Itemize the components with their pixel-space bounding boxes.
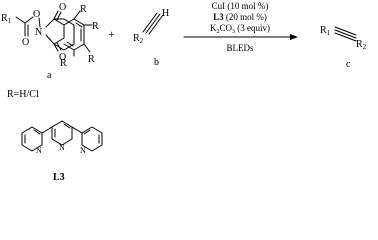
alkyne-bond-1 (145, 13, 161, 34)
bond-ring-r-top (73, 10, 81, 20)
bond-upper-carbonyl-1 (53, 10, 59, 20)
reactant-b-structure: H R2 (133, 8, 169, 45)
reactant-b-r2-label: R2 (133, 33, 144, 45)
ligand-l3-label: L3 (53, 172, 65, 183)
bond-n-c-upper (45, 18, 55, 28)
benzene-double-1 (75, 22, 83, 28)
ester-oxygen: O (33, 9, 40, 20)
bond-n-c-lower (45, 34, 55, 45)
alkyne-bond-3 (142, 12, 158, 33)
product-c-structure: R1 R2 (320, 25, 367, 51)
product-alkyne-2 (334, 32, 357, 42)
plus-sign: + (108, 27, 115, 41)
imide-oxygen-lower: O (59, 52, 66, 63)
ring-substituent-top: R (80, 4, 87, 15)
bond-carbonyl-o-ester (24, 16, 34, 24)
product-alkyne-3 (334, 26, 357, 36)
condition-catalyst: CuI (10 mol %) (212, 1, 269, 11)
product-r1-label: R1 (320, 25, 331, 37)
reaction-conditions: CuI (10 mol %) L3 (20 mol %) K2CO3 (3 eq… (183, 1, 298, 53)
imide-oxygen-upper: O (59, 2, 66, 13)
ligand-left-n: N (36, 146, 42, 155)
benzene-ring (53, 18, 75, 51)
ring-substituent-right-lower: R (88, 54, 95, 65)
r-definition: R=H/Cl (7, 89, 39, 100)
reaction-arrow-head (290, 34, 298, 40)
product-r2-label: R2 (356, 39, 367, 51)
ligand-bond-center-right (71, 126, 83, 134)
condition-light: BLEDs (227, 43, 254, 53)
ligand-center-double-2 (63, 123, 71, 129)
reactant-a-r1-label: R1 (1, 13, 12, 25)
bond-o-n (38, 17, 41, 28)
bond-lower-carbonyl-1 (53, 43, 59, 52)
benzene-ring-outer (63, 18, 85, 51)
condition-base: K2CO3 (3 equiv) (210, 23, 270, 35)
ligand-center-n: N (59, 143, 65, 152)
ligand-right-pyridine (81, 126, 103, 152)
ligand-right-double-2 (83, 129, 91, 135)
reactant-b-label: b (154, 57, 159, 68)
ligand-left-pyridine (21, 126, 43, 152)
reactant-a-label: a (47, 70, 52, 81)
ester-carbonyl-oxygen: O (22, 37, 29, 48)
product-alkyne-1 (334, 29, 357, 39)
benzene-double-3 (66, 41, 74, 47)
ligand-bond-left-center (41, 126, 53, 134)
ligand-right-n: N (80, 146, 86, 155)
product-c-label: c (346, 59, 351, 70)
imide-nitrogen: N (35, 27, 42, 38)
reaction-scheme: R1 O O N O O R R R R a + (1, 1, 367, 183)
ligand-center-pyridine (51, 120, 73, 146)
condition-ligand: L3 (20 mol %) (213, 12, 267, 22)
ring-substituent-bottom: R (60, 58, 67, 69)
ring-substituent-right-upper: R (92, 21, 99, 32)
ligand-l3-structure: N N N (21, 120, 103, 155)
reactant-a-structure: R1 O O N O O R R R R (1, 2, 99, 69)
bond-r1-carbonyl (15, 16, 26, 24)
ligand-left-double-2 (33, 129, 41, 135)
reactant-b-terminal-h: H (162, 8, 169, 19)
bond-ring-r-right-lower (83, 43, 91, 53)
alkyne-bond-2 (148, 14, 164, 35)
